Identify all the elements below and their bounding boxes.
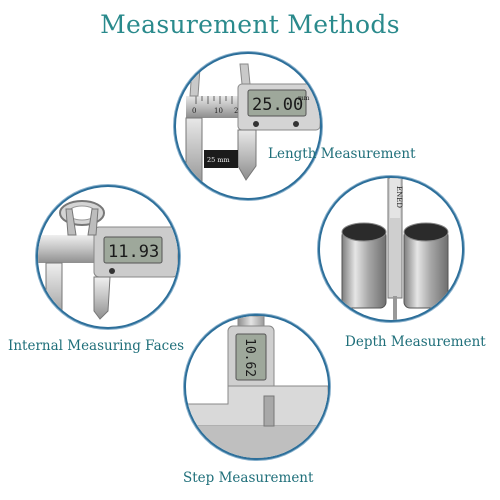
internal-jaw [87,208,99,236]
lcd-reading: 10.62 [242,338,257,377]
caliper-button [293,121,299,127]
beam-engraving-area [390,178,400,218]
sliding-jaw [93,276,111,320]
scale-label: 10 [214,107,223,115]
length-caliper-drawing: 0 10 20 25.00 mm 25 mm [185,63,320,193]
step-jaw [263,395,275,427]
fixed-jaw [45,262,63,326]
lcd-screen [235,333,267,381]
lcd-reading: 11.93 [108,242,159,262]
socket-opening [403,222,449,242]
internal-measurement-label: Internal Measuring Faces [8,338,185,354]
caliper-button [109,268,115,274]
caliper-scale [195,96,233,104]
fixed-jaw [185,117,203,193]
caliper-button [253,121,259,127]
length-measurement-label: Length Measurement [268,146,416,162]
step-workpiece [186,385,328,427]
sliding-jaw [237,129,257,181]
socket-right [403,229,449,309]
lcd-screen [247,89,307,117]
lcd-unit: mm [298,95,310,102]
depth-measurement-label: Depth Measurement [345,334,486,350]
step-measurement-photo: 10.62 [186,316,328,458]
upper-jaw [239,63,251,85]
step-measurement-label: Step Measurement [183,470,314,486]
gauge-block [204,150,238,168]
internal-jaw [65,208,77,236]
upper-jaw [189,67,201,97]
step-workpiece-base [186,426,328,458]
scale-label: 0 [192,107,196,115]
gauge-block-label: 25 mm [207,156,230,164]
beam-engraving: ENED [395,186,403,208]
step-caliper-drawing: 10.62 [186,316,328,458]
depth-rod [393,296,397,320]
lcd-reading: 25.00 [252,95,303,115]
depth-caliper-drawing: ENED [341,178,449,320]
internal-caliper-drawing: 11.93 [38,200,178,326]
length-measurement-photo: 0 10 20 25.00 mm 25 mm [176,54,320,198]
socket-left [341,229,387,309]
internal-measurement-photo: 11.93 [38,187,178,327]
lcd-screen [103,236,163,264]
page-title: Measurement Methods [100,10,400,39]
depth-measurement-photo: ENED [320,178,462,320]
socket-opening [341,222,387,242]
